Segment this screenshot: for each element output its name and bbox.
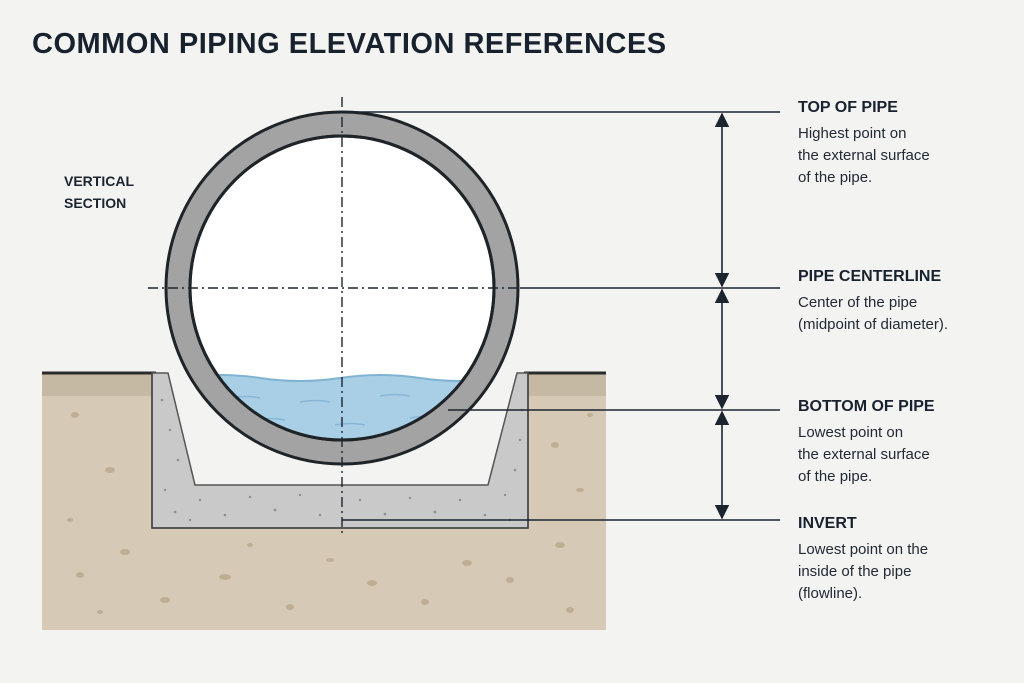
reference-description: Highest point on the external surface of… (798, 125, 930, 186)
soil-surface-band (42, 374, 606, 396)
reference-description: Lowest point on the external surface of … (798, 424, 930, 485)
reference-description: Lowest point on the inside of the pipe (… (798, 541, 929, 602)
reference-label: BOTTOM OF PIPE (798, 398, 935, 415)
trench-outline (151, 373, 529, 529)
page-title: COMMON PIPING ELEVATION REFERENCES (32, 28, 667, 60)
section-label-line-2: SECTION (64, 195, 127, 211)
section-label: VERTICAL SECTION (64, 170, 134, 214)
reference-label: PIPE CENTERLINE (798, 268, 942, 285)
reference-label: INVERT (798, 515, 857, 532)
reference-pipe-centerline: PIPE CENTERLINE Center of the pipe (midp… (798, 267, 1008, 336)
bedding-texture (160, 398, 524, 522)
soil-mass (42, 373, 606, 630)
reference-label: TOP OF PIPE (798, 99, 898, 116)
reference-invert: INVERT Lowest point on the inside of the… (798, 514, 1008, 605)
reference-description: Center of the pipe (midpoint of diameter… (798, 294, 949, 333)
section-label-line-1: VERTICAL (64, 173, 134, 189)
soil-texture (67, 412, 593, 614)
reference-top-of-pipe: TOP OF PIPE Highest point on the externa… (798, 98, 1008, 189)
reference-bottom-of-pipe: BOTTOM OF PIPE Lowest point on the exter… (798, 397, 1008, 488)
